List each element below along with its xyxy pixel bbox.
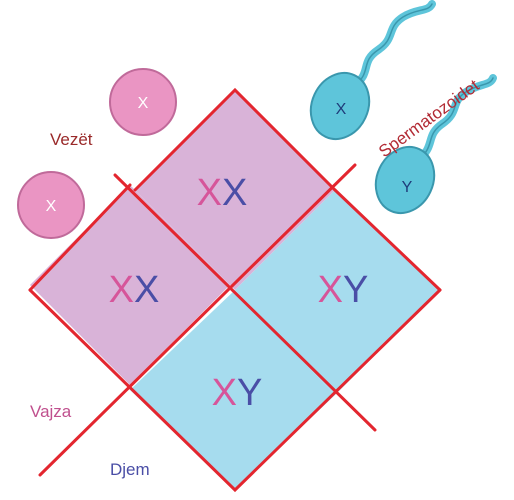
cell-right-text: XY: [318, 269, 369, 311]
daughter-label: Vajza: [30, 402, 72, 421]
egg-cell-left: X: [18, 172, 84, 238]
cell-left-text: XX: [109, 269, 160, 311]
egg-left-label: X: [46, 198, 57, 215]
egg-top-label: X: [138, 95, 149, 112]
eggs-label: Vezët: [50, 130, 93, 149]
cell-top-text: XX: [197, 172, 248, 214]
egg-cell-top: X: [110, 69, 176, 135]
sperm-x-label: X: [336, 101, 347, 118]
cell-bottom-text: XY: [212, 372, 263, 414]
sperm-y-label: Y: [402, 179, 413, 196]
son-label: Djem: [110, 460, 150, 479]
